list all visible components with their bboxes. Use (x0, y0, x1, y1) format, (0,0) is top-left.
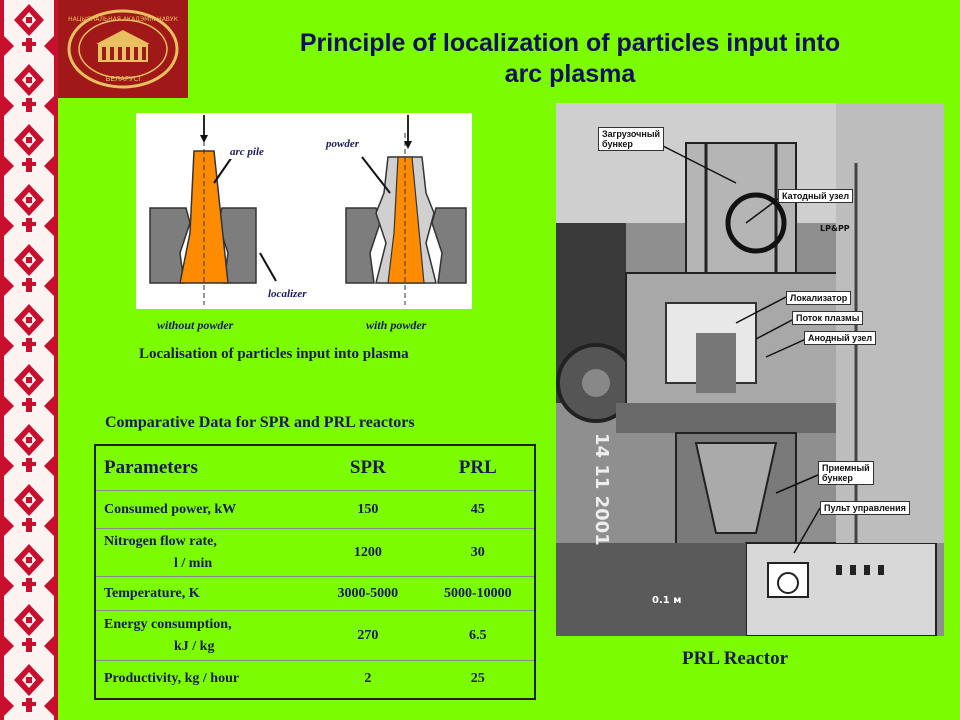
svg-text:arc pile: arc pile (230, 146, 264, 158)
row-param-line1: Energy consumption, (104, 616, 232, 632)
arc-pile-right (387, 156, 425, 284)
row-prl: 5000-10000 (421, 576, 535, 611)
plasma-localization-figure: arc pile localizer powder (149, 115, 467, 305)
row-spr: 3000-5000 (314, 576, 422, 611)
comparison-table: Parameters SPR PRL Consumed power, kW 15… (94, 444, 536, 700)
page-title: Principle of localization of particles i… (200, 28, 940, 90)
label-cathode: Катодный узел (778, 189, 854, 203)
row-param-line1: Nitrogen flow rate, (104, 533, 217, 549)
header-prl: PRL (421, 445, 535, 491)
table-row: Temperature, K 3000-5000 5000-10000 (95, 576, 535, 611)
caption-with-powder: with powder (366, 318, 427, 332)
row-param: Energy consumption, kJ / kg (95, 610, 315, 661)
photo-caption: PRL Reactor (682, 648, 789, 669)
svg-text:0.1 м: 0.1 м (652, 595, 681, 606)
title-line-2: arc plasma (504, 60, 636, 88)
row-prl: 6.5 (421, 610, 535, 661)
row-param-line2: kJ / kg (174, 638, 215, 654)
label-anode: Анодный узел (804, 331, 877, 345)
row-spr: 150 (314, 490, 422, 529)
svg-text:БЕЛАРУСІ: БЕЛАРУСІ (106, 75, 141, 83)
label-localizer: Локализатор (786, 291, 852, 305)
localizer-right-a (345, 207, 381, 284)
label-plasma-flow: Поток плазмы (792, 311, 864, 325)
row-param: Temperature, K (95, 576, 315, 611)
caption-without-powder: without powder (157, 318, 234, 332)
academy-emblem-icon: НАЦЫЯНАЛЬНАЯ АКАДЭМІЯ НАВУК БЕЛАРУСІ (67, 9, 179, 89)
row-prl: 30 (421, 528, 535, 577)
row-param: Nitrogen flow rate, l / min (95, 528, 315, 577)
svg-text:powder: powder (325, 138, 360, 150)
table-row: Productivity, kg / hour 2 25 (95, 661, 535, 699)
svg-text:localizer: localizer (268, 288, 307, 300)
svg-text:14 11 2001: 14 11 2001 (591, 433, 612, 546)
title-line-1: Principle of localization of particles i… (299, 29, 841, 57)
table-row: Nitrogen flow rate, l / min 1200 30 (95, 528, 535, 577)
academy-logo: НАЦЫЯНАЛЬНАЯ АКАДЭМІЯ НАВУК БЕЛАРУСІ (58, 0, 188, 98)
header-parameters: Parameters (95, 445, 315, 491)
localization-diagram: arc pile localizer powder (136, 113, 472, 309)
localizer-right-b (431, 207, 467, 284)
svg-text:LP&PP: LP&PP (820, 224, 850, 233)
reactor-photo-illustration: 14 11 2001 0.1 м LP&PP (556, 103, 944, 636)
row-spr: 2 (364, 671, 372, 687)
row-prl: 45 (421, 490, 535, 529)
table-title: Comparative Data for SPR and PRL reactor… (105, 414, 415, 431)
diagram-caption: Localisation of particles input into pla… (139, 346, 409, 362)
header-spr: SPR (314, 445, 422, 491)
table-row: Energy consumption, kJ / kg 270 6.5 (95, 610, 535, 661)
localizer-left-b (217, 207, 257, 284)
localizer-left-a (149, 207, 191, 284)
row-spr: 270 (314, 610, 422, 661)
row-prl: 25 (470, 671, 485, 687)
label-control-panel: Пульт управления (820, 501, 910, 515)
row-param-line2: l / min (174, 555, 213, 571)
svg-text:НАЦЫЯНАЛЬНАЯ АКАДЭМІЯ НАВУК: НАЦЫЯНАЛЬНАЯ АКАДЭМІЯ НАВУК (68, 16, 178, 23)
row-param: Productivity, kg / hour (104, 671, 240, 687)
table-row: Consumed power, kW 150 45 (95, 490, 535, 529)
decorative-ornament-border (0, 0, 58, 720)
ornament-pattern-icon (0, 0, 58, 720)
row-spr: 1200 (314, 528, 422, 577)
table-header-row: Parameters SPR PRL (95, 445, 535, 491)
row-param: Consumed power, kW (95, 490, 315, 529)
